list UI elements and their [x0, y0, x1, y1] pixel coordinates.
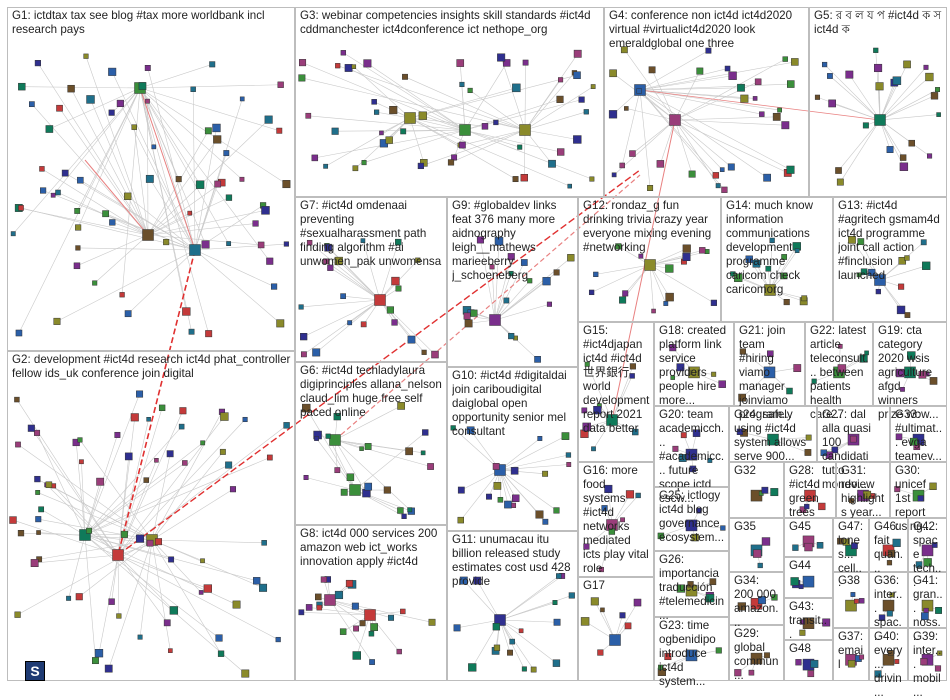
group-box-g10: G10: #ict4d #digitaldai join cariboudigi… — [447, 367, 578, 531]
group-label: G24: safely using #ict4d system allows s… — [734, 408, 813, 464]
group-label: G2: development #ict4d research ict4d ph… — [12, 353, 291, 381]
group-box-g23: G23: time ogbenidipo introduce ict4d sys… — [654, 617, 729, 681]
group-box-g25: G25: ictlogy ict4d blog governance ecosy… — [654, 487, 729, 551]
group-box-g43: G43: transit... — [784, 598, 833, 640]
group-label: G3: webinar competencies insights skill … — [300, 9, 600, 37]
group-label: G28: #ict4d green trees — [789, 464, 832, 520]
group-label: G43: transit... — [789, 600, 829, 642]
group-label: G29: global commun... — [734, 627, 780, 683]
group-label: G33: #ultimat... evga teamev... — [895, 408, 943, 464]
group-label: G16: more food systems #ict4d networks m… — [583, 464, 650, 576]
group-label: G17 — [583, 579, 650, 593]
group-label: G4: conference non ict4d ict4d2020 virtu… — [609, 9, 805, 51]
group-box-g5: G5: র ব ল য প #ict4d ক স ict4d ক — [809, 7, 947, 197]
group-box-g16: G16: more food systems #ict4d networks m… — [578, 462, 654, 577]
group-label: G25: ictlogy ict4d blog governance ecosy… — [659, 489, 725, 545]
group-label: G1: ictdtax tax see blog #tax more world… — [12, 9, 291, 37]
group-label: G44 — [789, 559, 829, 573]
group-box-g1: G1: ictdtax tax see blog #tax more world… — [7, 7, 295, 351]
group-label: G47: lones... cell... — [838, 520, 865, 590]
group-box-g35: G35 — [729, 518, 784, 572]
group-box-g26: G26: importancia traducción #telemedicin… — [654, 551, 729, 617]
group-box-g19: G19: cta category 2020 wsis agriculture … — [873, 322, 947, 406]
group-box-g48: G48 — [784, 640, 833, 681]
group-box-g44: G44 — [784, 557, 833, 598]
group-box-g4: G4: conference non ict4d ict4d2020 virtu… — [604, 7, 809, 197]
group-box-g45: G45 — [784, 518, 833, 557]
group-box-g2: G2: development #ict4d research ict4d ph… — [7, 351, 295, 681]
group-label: G10: #ict4d #digitaldai join cariboudigi… — [452, 369, 574, 439]
group-label: G13: #ict4d #agritech gsmam4d ict4d prog… — [838, 199, 943, 283]
group-box-g42: G42: space tech... — [908, 518, 947, 572]
group-box-g32: G32 — [729, 462, 784, 518]
group-label: G46: fait quan... — [874, 520, 904, 576]
group-box-g3: G3: webinar competencies insights skill … — [295, 7, 604, 197]
group-box-g47: G47: lones... cell... — [833, 518, 869, 572]
group-box-g6: G6: #ict4d techladylaura digiprinciples … — [295, 362, 447, 525]
group-box-g13: G13: #ict4d #agritech gsmam4d ict4d prog… — [833, 197, 947, 322]
group-label: G18: created platform link service provi… — [659, 324, 730, 408]
group-box-g29: G29: global commun... — [729, 625, 784, 681]
group-label: G8: ict4d 000 services 200 amazon web ic… — [300, 527, 443, 569]
group-label: G12: rondaz_g fun drinking trivia crazy … — [583, 199, 717, 255]
group-box-g24: G24: safely using #ict4d system allows s… — [729, 406, 817, 462]
group-box-g11: G11: unumacau itu billion released study… — [447, 531, 578, 681]
group-box-g18: G18: created platform link service provi… — [654, 322, 734, 406]
group-label: G26: importancia traducción #telemedicin… — [659, 553, 725, 623]
group-box-g14: G14: much know information communication… — [721, 197, 833, 322]
group-box-g17: G17 — [578, 577, 654, 681]
group-box-g28: G28: #ict4d green trees — [784, 462, 836, 518]
group-label: G11: unumacau itu billion released study… — [452, 533, 574, 589]
group-label: G32 — [734, 464, 780, 478]
nodexl-logo: S — [25, 661, 45, 681]
group-box-g15: G15: #ict4djapan ict4d #ict4d 世界銀行 world… — [578, 322, 654, 462]
group-box-g34: G34: 200 000 amazon... — [729, 572, 784, 625]
group-box-g36: G36: inter... spac... — [869, 572, 908, 628]
group-box-g21: G21: join team #hiring viamo manager joi… — [734, 322, 805, 406]
group-box-g7: G7: #ict4d omdenaai preventing #sexualha… — [295, 197, 447, 362]
group-label: G23: time ogbenidipo introduce ict4d sys… — [659, 619, 725, 689]
group-label: G15: #ict4djapan ict4d #ict4d 世界銀行 world… — [583, 324, 650, 436]
group-label: G34: 200 000 amazon... — [734, 574, 780, 630]
group-box-g8: G8: ict4d 000 services 200 amazon web ic… — [295, 525, 447, 681]
group-label: G37: email — [838, 630, 865, 672]
group-label: G45 — [789, 520, 829, 534]
group-box-g22: G22: latest article teleconsult... betwe… — [805, 322, 873, 406]
group-label: G35 — [734, 520, 780, 534]
group-box-g37: G37: email — [833, 628, 869, 681]
group-label: G14: much know information communication… — [726, 199, 829, 297]
group-label: G42: space tech... — [913, 520, 943, 590]
group-label: G9: #globaldev links feat 376 many more … — [452, 199, 574, 283]
group-box-g27: G27: dal alla quasi 100 candidati tutto … — [817, 406, 890, 462]
group-label: G7: #ict4d omdenaai preventing #sexualha… — [300, 199, 443, 269]
group-box-g20: G20: team academicch... #academicc... fu… — [654, 406, 729, 487]
group-label: G31: review highlights year... — [841, 464, 886, 520]
group-label: G5: র ব ল য প #ict4d ক স ict4d ক — [814, 9, 943, 37]
group-label: G40: every... drivin... — [874, 630, 904, 700]
group-box-g40: G40: every... drivin... — [869, 628, 908, 681]
group-label: G48 — [789, 642, 829, 656]
group-box-g9: G9: #globaldev links feat 376 many more … — [447, 197, 578, 367]
group-box-g12: G12: rondaz_g fun drinking trivia crazy … — [578, 197, 721, 322]
group-label: G6: #ict4d techladylaura digiprinciples … — [300, 364, 443, 420]
group-box-g33: G33: #ultimat... evga teamev... — [890, 406, 947, 462]
group-box-g30: G30: unicef 1st report using... — [890, 462, 947, 518]
group-box-g46: G46: fait quan... — [869, 518, 908, 572]
group-box-g31: G31: review highlights year... — [836, 462, 890, 518]
